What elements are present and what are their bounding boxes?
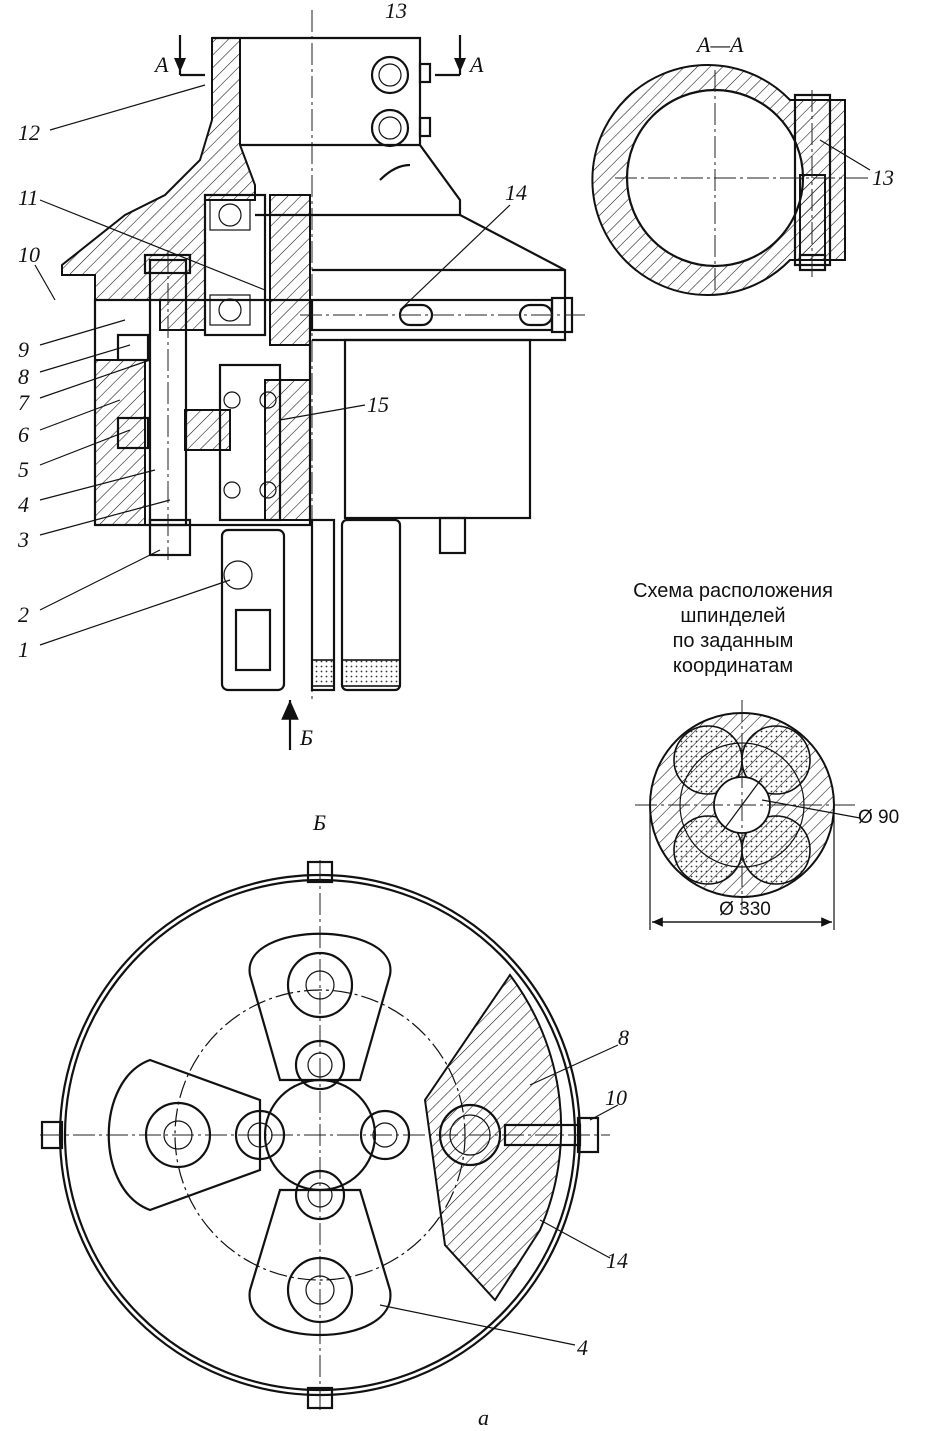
housing-outline: [212, 36, 567, 342]
screw-10: [503, 1123, 582, 1147]
label-13-aa: 13: [872, 165, 894, 190]
label-1: 1: [18, 637, 29, 662]
label-2: 2: [18, 602, 29, 627]
section-a-a-title: A—A: [695, 32, 744, 57]
view-b-plan: 8 10 14 4 а: [40, 860, 629, 1430]
view-b-title: Б: [312, 810, 326, 835]
bearing-column: [203, 193, 267, 337]
section-a-markers: [174, 35, 466, 77]
label-8-plan: 8: [618, 1025, 629, 1050]
sleeve-11: [269, 194, 311, 346]
lever-bottom: [248, 1188, 392, 1336]
scheme-caption-line-2: шпинделей: [680, 605, 785, 627]
label-7: 7: [18, 390, 30, 415]
view-mark-b: Б: [299, 725, 313, 750]
spindle-head-body: [343, 338, 532, 520]
label-4-plan: 4: [577, 1335, 588, 1360]
label-13-top: 13: [385, 0, 407, 23]
scheme-caption-line-3: по заданным: [673, 630, 794, 652]
sector-8: [423, 973, 563, 1302]
label-8: 8: [18, 364, 29, 389]
section-a-a-view: A—A 13: [591, 32, 894, 296]
scheme-caption-line-4: координатам: [673, 655, 793, 677]
dim-330: Ø 330: [719, 899, 771, 920]
spindle-15: [218, 363, 282, 522]
label-10-plan: 10: [605, 1085, 627, 1110]
lever-left: [107, 1058, 262, 1212]
lever-top: [248, 932, 392, 1082]
housing-body: [61, 37, 256, 331]
section-mark-left: A: [153, 52, 169, 77]
label-12: 12: [18, 120, 40, 145]
screw-14: [300, 296, 585, 334]
label-14-plan: 14: [606, 1248, 628, 1273]
label-4: 4: [18, 492, 29, 517]
spindle-circles: [144, 951, 502, 1324]
section-mark-right: A: [468, 52, 484, 77]
spindle-layout-scheme: Схема расположения шпинделей по заданным…: [633, 580, 899, 930]
tools: [220, 518, 402, 692]
leader-lines: [34, 84, 511, 646]
label-9: 9: [18, 337, 29, 362]
label-14: 14: [505, 180, 527, 205]
label-6: 6: [18, 422, 29, 447]
label-3: 3: [17, 527, 29, 552]
scheme-caption-line-1: Схема расположения: [633, 580, 833, 602]
label-10: 10: [18, 242, 40, 267]
figure-mark-a: а: [478, 1405, 489, 1430]
label-5: 5: [18, 457, 29, 482]
dim-90: Ø 90: [858, 807, 899, 828]
clamp-screws: [370, 55, 432, 181]
label-15: 15: [367, 392, 389, 417]
label-11: 11: [18, 185, 38, 210]
main-section-view: 13 12 11 10 9 8 7 6 5 4 3 2 1 14 15 A A …: [17, 0, 585, 835]
